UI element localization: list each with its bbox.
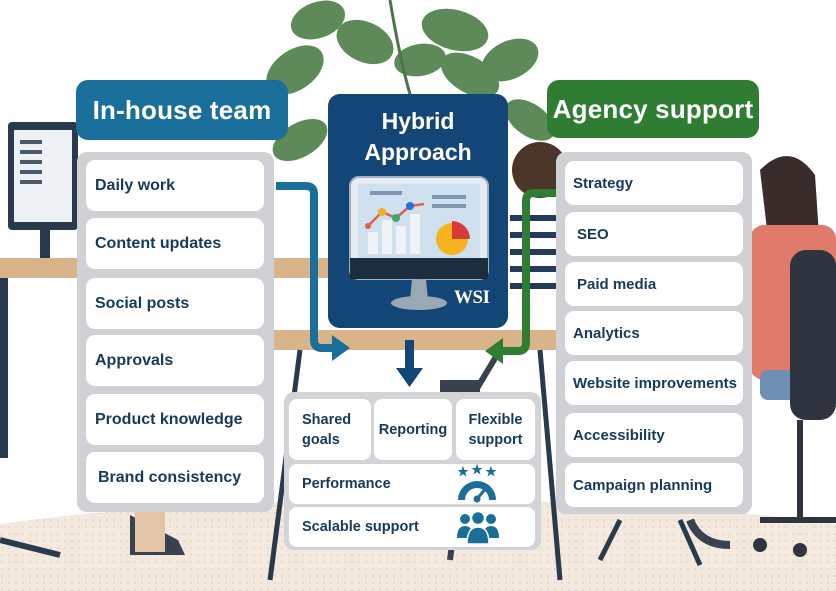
shared-goals-line2: goals — [302, 431, 340, 448]
inhouse-item-daily-work: Daily work — [86, 160, 264, 211]
agency-services-panel: Strategy SEO Paid media Analytics Websit… — [556, 152, 752, 514]
inhouse-item-social-posts: Social posts — [86, 278, 264, 329]
outcome-scalable-support: Scalable support — [289, 507, 535, 547]
inhouse-item-approvals: Approvals — [86, 335, 264, 386]
speedometer-stars-icon — [457, 464, 497, 503]
hybrid-title-line2: Approach — [364, 139, 472, 165]
agency-item-paid-media: Paid media — [565, 262, 743, 306]
agency-item-analytics: Analytics — [565, 311, 743, 355]
inhouse-item-brand-consistency: Brand consistency — [86, 452, 264, 503]
left-flow-arrow — [276, 182, 350, 361]
agency-support-header: Agency support — [547, 80, 759, 138]
agency-item-accessibility: Accessibility — [565, 413, 743, 457]
outcome-shared-goals: Shared goals — [289, 399, 371, 460]
plant-leaves-illustration — [266, 0, 555, 162]
hybrid-title-line1: Hybrid — [381, 108, 455, 134]
inhouse-team-header: In-house team — [76, 80, 288, 140]
center-flow-arrow — [396, 340, 423, 387]
outcome-reporting: Reporting — [374, 399, 452, 460]
hybrid-approach-box: Hybrid Approach — [328, 94, 508, 328]
outcome-performance: Performance — [289, 464, 535, 504]
inhouse-item-product-knowledge: Product knowledge — [86, 394, 264, 445]
performance-label: Performance — [302, 476, 391, 492]
outcome-flexible-support: Flexible support — [456, 399, 535, 460]
monitor-analytics-icon — [349, 176, 489, 310]
right-person-illustration — [597, 156, 836, 567]
inhouse-tasks-panel: Daily work Content updates Social posts … — [77, 152, 274, 512]
flexible-support-line1: Flexible — [468, 411, 523, 428]
agency-item-campaign-planning: Campaign planning — [565, 463, 743, 507]
team-group-icon — [457, 510, 499, 545]
hybrid-approach-title: Hybrid Approach — [328, 106, 508, 168]
inhouse-item-content-updates: Content updates — [86, 218, 264, 269]
wsi-logo: WSI — [454, 287, 490, 308]
agency-item-strategy: Strategy — [565, 161, 743, 205]
flexible-support-line2: support — [468, 431, 523, 448]
shared-goals-line1: Shared — [302, 411, 352, 428]
right-flow-arrow — [485, 189, 556, 364]
agency-item-website-improvements: Website improvements — [565, 361, 743, 405]
agency-item-seo: SEO — [565, 212, 743, 256]
scalable-support-label: Scalable support — [302, 519, 419, 535]
outcomes-panel: Shared goals Reporting Flexible support … — [284, 392, 541, 550]
